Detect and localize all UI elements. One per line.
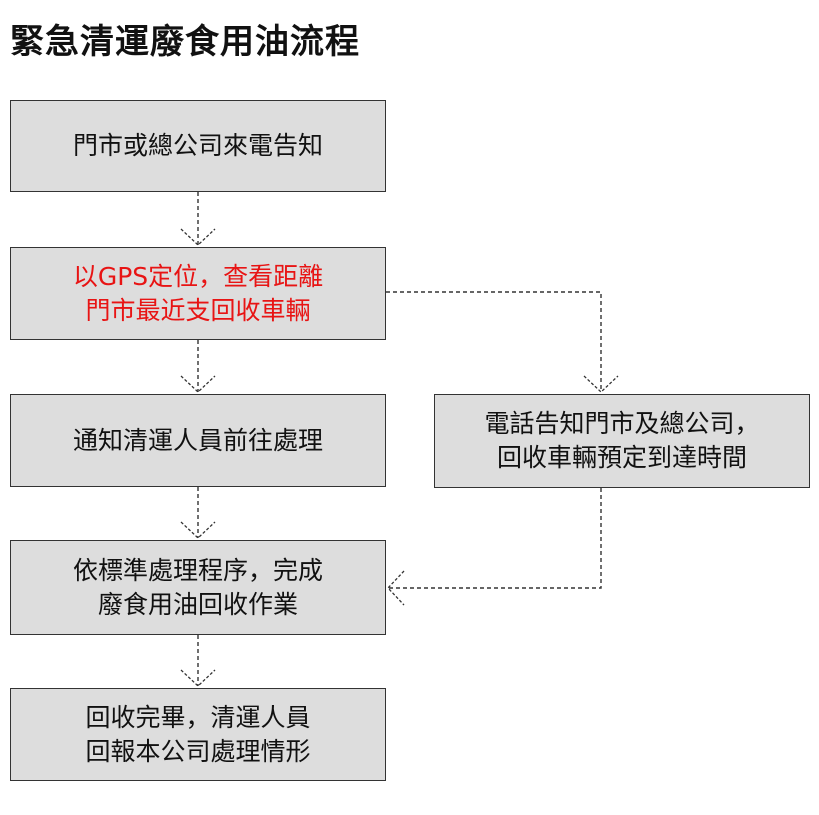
page-title: 緊急清運廢食用油流程	[10, 22, 360, 62]
step-text-line: 回收完畢，清運人員	[85, 702, 311, 732]
step-text-line: 回收車輛預定到達時間	[496, 443, 747, 472]
step-notify-crew: 通知清運人員前往處理	[10, 394, 386, 487]
arrow-step4-to-step5	[388, 488, 602, 589]
step-text-line: 回報本公司處理情形	[85, 736, 311, 766]
step-text-line: 門市最近支回收車輛	[85, 295, 311, 325]
step-standard-procedure: 依標準處理程序，完成 廢食用油回收作業	[10, 540, 386, 635]
arrowhead-down-5	[583, 375, 619, 393]
step-report-back: 回收完畢，清運人員 回報本公司處理情形	[10, 688, 386, 781]
arrowhead-left-1	[387, 570, 405, 606]
arrowhead-down-3	[180, 521, 216, 539]
step-phone-eta: 電話告知門市及總公司， 回收車輛預定到達時間	[434, 394, 810, 488]
arrowhead-down-1	[180, 228, 216, 246]
step-text-line: 電話告知門市及總公司，	[484, 409, 760, 438]
step-store-or-hq-calls: 門市或總公司來電告知	[10, 100, 386, 192]
step-text-line: 門市或總公司來電告知	[72, 131, 323, 160]
step-text-line: 廢食用油回收作業	[97, 589, 298, 619]
step-text-line: 依標準處理程序，完成	[72, 555, 323, 585]
step-text-line: 通知清運人員前往處理	[72, 425, 323, 455]
step-gps-locate-vehicle: 以GPS定位，查看距離 門市最近支回收車輛	[10, 247, 386, 340]
step-text-line: 以GPS定位，查看距離	[72, 261, 324, 291]
arrowhead-down-4	[180, 669, 216, 687]
arrowhead-down-2	[180, 375, 216, 393]
arrow-step2-to-step4	[386, 291, 602, 392]
